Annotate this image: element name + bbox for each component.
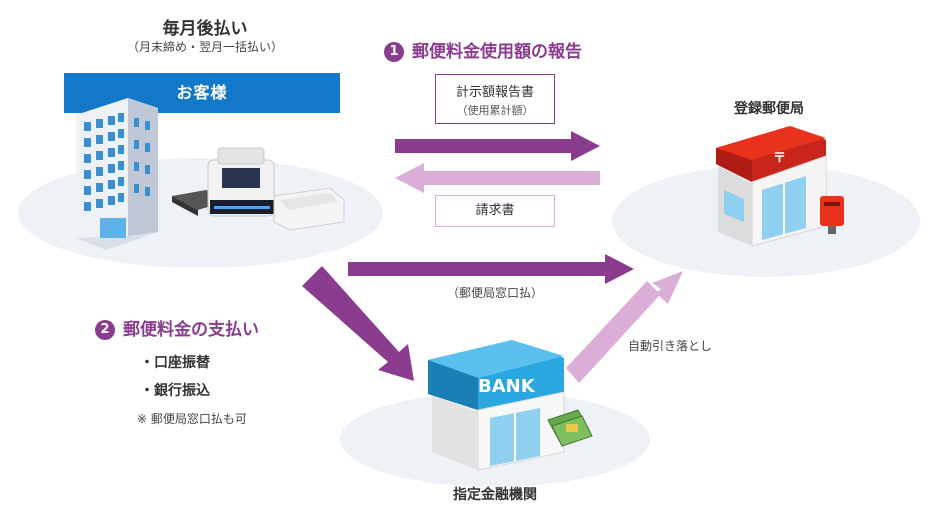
step-1-number: 1 [384,42,404,62]
usage-report-subtitle: （使用累計額） [456,104,534,117]
usage-report-document: 計示額報告書 （使用累計額） [435,74,555,124]
window-payment-label: （郵便局窓口払） [446,286,543,300]
customer-subtitle: （月末締め・翌月一括払い） [126,40,283,54]
step-2-title: 郵便料金の支払い [123,320,259,340]
payment-method-transfer: ・口座振替 [140,355,210,371]
bank-building-icon: BANK [428,340,593,471]
window-payment-arrow [348,254,634,284]
bank-sign-text: BANK [478,376,536,397]
step-2-heading: 2 郵便料金の支払い [95,315,259,340]
auto-debit-label: 自動引き落とし [628,339,713,353]
customer-title: 毎月後払い [162,19,248,39]
auto-debit-arrow [566,271,683,383]
report-arrow [395,131,600,161]
post-office-label: 登録郵便局 [734,101,804,117]
payment-to-bank-arrow [302,266,414,381]
step-2-number: 2 [95,320,115,340]
office-building-icon [76,98,158,250]
bank-label: 指定金融機関 [453,487,537,503]
postage-meter-icon [172,147,345,231]
usage-report-title: 計示額報告書 [455,85,534,100]
step-1-heading: 1 郵便料金使用額の報告 [384,37,582,62]
post-office-building-icon: 〒 [716,126,844,247]
payment-method-bank-wire: ・銀行振込 [140,383,210,399]
step-1-title: 郵便料金使用額の報告 [412,42,582,62]
invoice-document: 請求書 [435,195,555,227]
invoice-arrow [395,163,600,193]
svg-text:〒: 〒 [773,151,786,166]
payment-note: ※ 郵便局窓口払も可 [137,412,247,426]
